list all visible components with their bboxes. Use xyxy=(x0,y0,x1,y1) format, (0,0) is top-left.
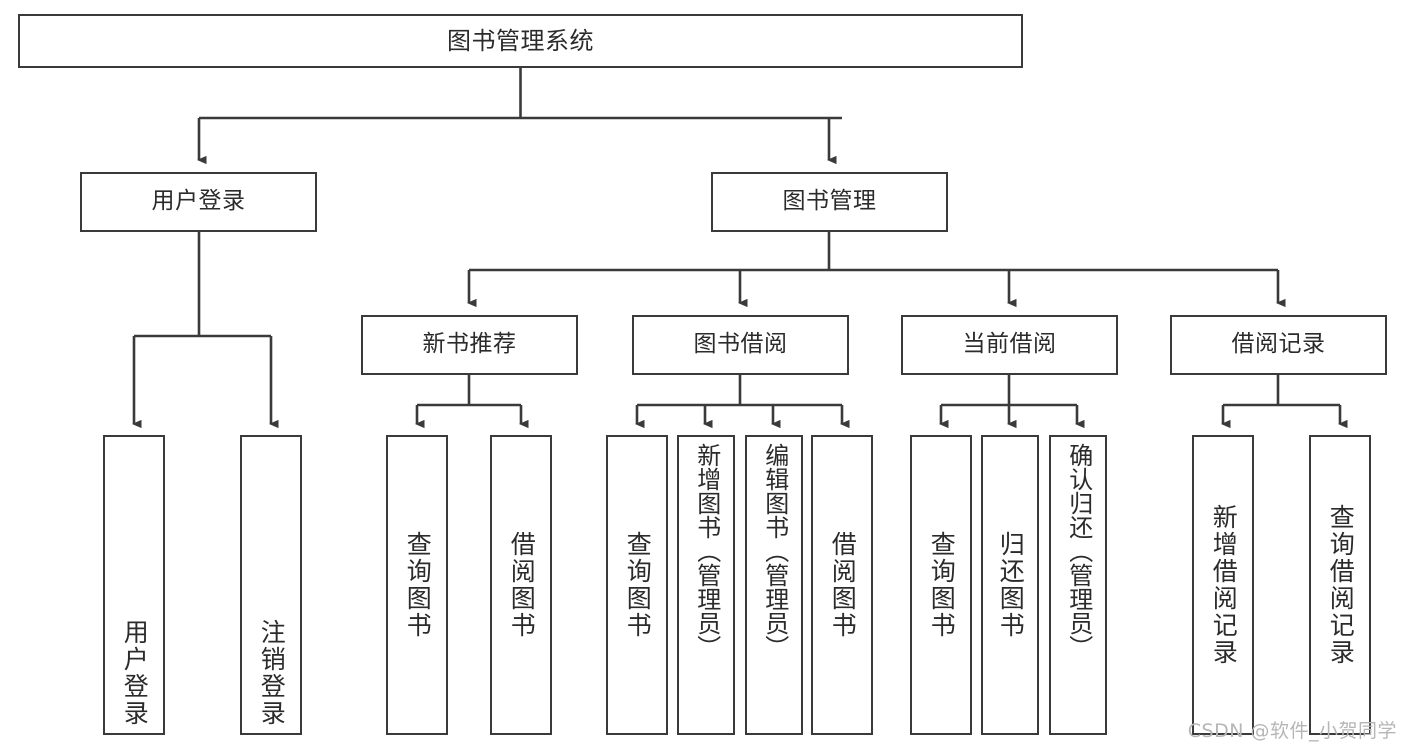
node-user-login[interactable]: 用户登录 xyxy=(80,172,317,232)
node-label: 图书管理系统 xyxy=(447,26,594,55)
node-leaf-confirm-return[interactable]: 确认归还（管理员） xyxy=(1049,435,1107,735)
node-leaf-query-book-2[interactable]: 查询图书 xyxy=(606,435,668,735)
node-leaf-add-book[interactable]: 新增图书（管理员） xyxy=(677,435,735,735)
node-label: 归还图书 xyxy=(996,531,1026,639)
node-borrow-record[interactable]: 借阅记录 xyxy=(1170,315,1387,375)
node-label: 注销登录 xyxy=(257,619,287,727)
node-current-borrow[interactable]: 当前借阅 xyxy=(901,315,1118,375)
node-label: 用户登录 xyxy=(120,619,150,727)
node-label: 新增图书（管理员） xyxy=(692,443,721,659)
node-leaf-query-book-1[interactable]: 查询图书 xyxy=(386,435,448,735)
node-leaf-query-book-3[interactable]: 查询图书 xyxy=(910,435,972,735)
node-label: 查询图书 xyxy=(403,531,433,639)
node-book-manage[interactable]: 图书管理 xyxy=(711,172,948,232)
node-label: 查询借阅记录 xyxy=(1326,504,1356,666)
node-leaf-query-record[interactable]: 查询借阅记录 xyxy=(1309,435,1371,735)
node-label: 用户登录 xyxy=(151,188,246,215)
node-leaf-borrow-book-2[interactable]: 借阅图书 xyxy=(811,435,873,735)
node-label: 当前借阅 xyxy=(962,331,1057,358)
node-leaf-edit-book[interactable]: 编辑图书（管理员） xyxy=(745,435,803,735)
node-label: 编辑图书（管理员） xyxy=(760,443,789,659)
node-label: 新增借阅记录 xyxy=(1209,504,1239,666)
node-label: 查询图书 xyxy=(927,531,957,639)
node-book-borrow[interactable]: 图书借阅 xyxy=(632,315,849,375)
node-leaf-add-record[interactable]: 新增借阅记录 xyxy=(1192,435,1254,735)
node-label: 借阅图书 xyxy=(828,531,858,639)
node-label: 查询图书 xyxy=(623,531,653,639)
node-leaf-return-book[interactable]: 归还图书 xyxy=(981,435,1039,735)
node-label: 图书管理 xyxy=(782,188,877,215)
node-label: 借阅记录 xyxy=(1231,331,1326,358)
node-new-book-recommend[interactable]: 新书推荐 xyxy=(361,315,578,375)
node-label: 图书借阅 xyxy=(693,331,788,358)
node-leaf-borrow-book-1[interactable]: 借阅图书 xyxy=(490,435,552,735)
node-leaf-user-login[interactable]: 用户登录 xyxy=(103,435,165,735)
node-label: 确认归还（管理员） xyxy=(1064,443,1093,659)
node-label: 借阅图书 xyxy=(507,531,537,639)
node-label: 新书推荐 xyxy=(422,331,517,358)
node-root-system[interactable]: 图书管理系统 xyxy=(18,14,1023,68)
node-leaf-logout[interactable]: 注销登录 xyxy=(240,435,302,735)
